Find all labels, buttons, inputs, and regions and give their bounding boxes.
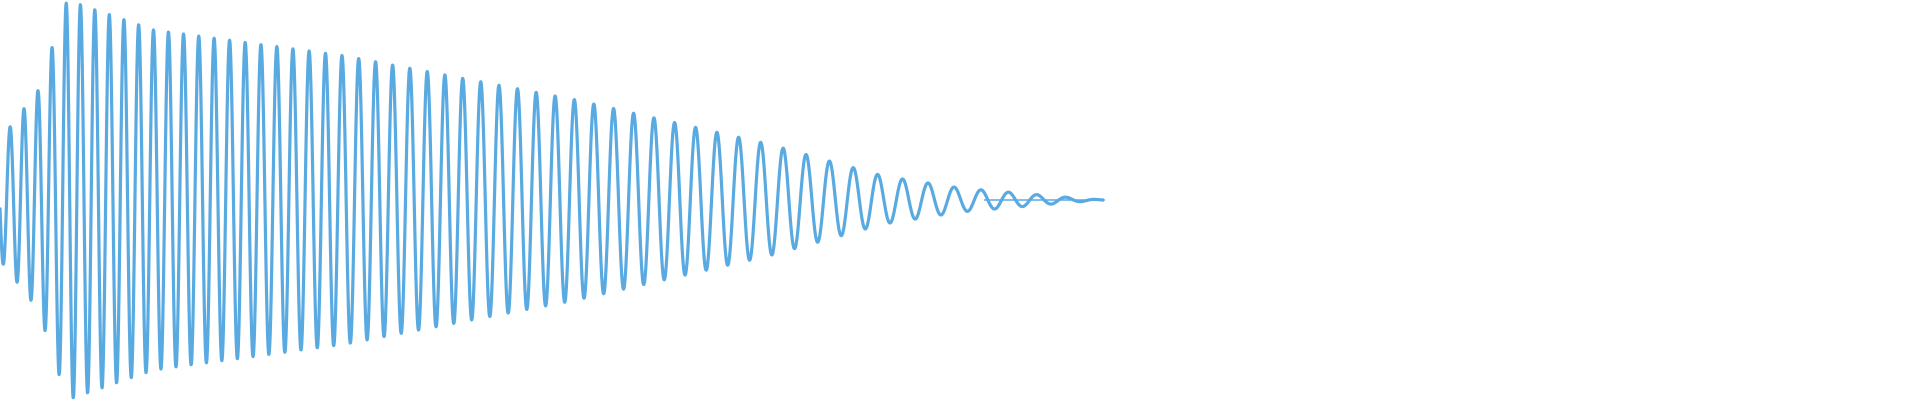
waveform-group xyxy=(0,1,1106,400)
waveform-path xyxy=(0,1,1106,400)
